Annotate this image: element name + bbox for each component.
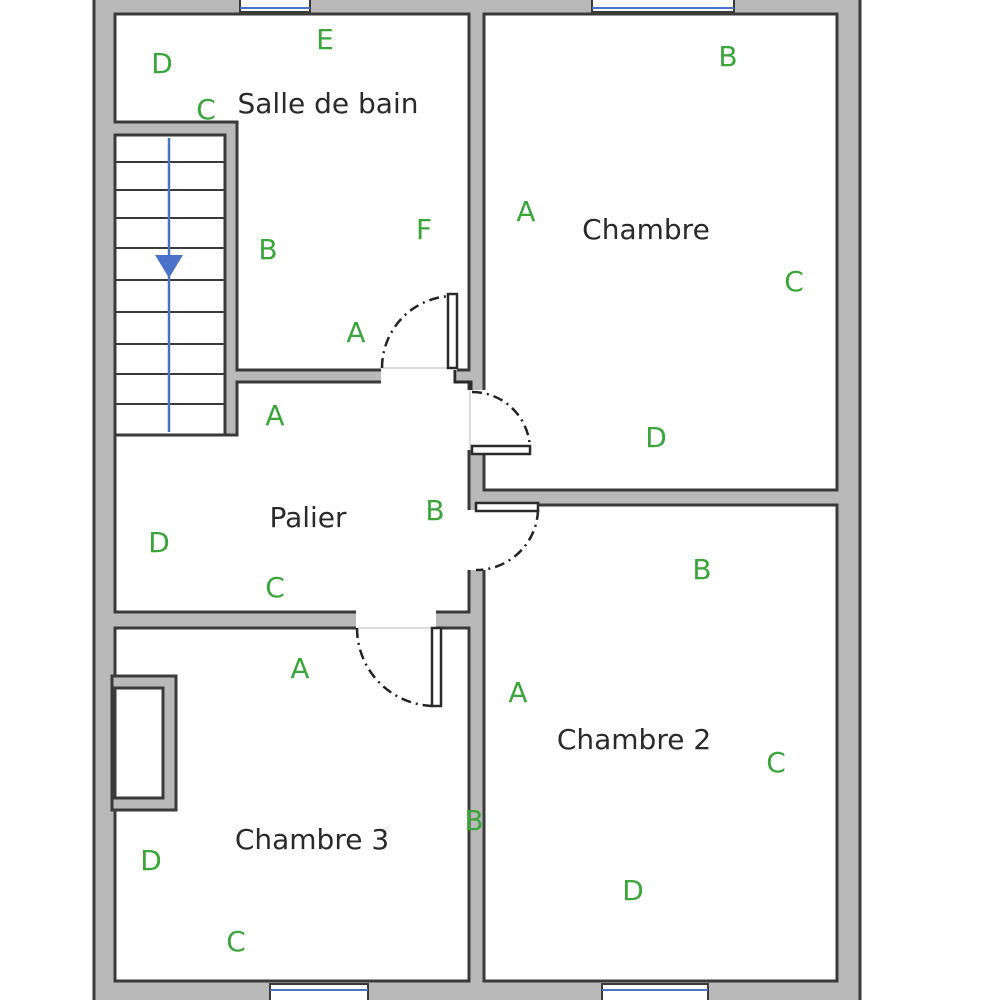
door-chambre-2 [466,501,540,572]
wall-label: D [148,526,170,559]
room-label-chambre: Chambre [582,213,710,246]
window-chambre-2 [601,983,709,1000]
door-chambre-3 [355,608,443,708]
room-label-palier: Palier [269,501,347,534]
window-chambre-3 [269,983,369,1000]
door-chambre [466,390,532,456]
window-chambre [591,0,735,13]
room-chambre [482,12,839,492]
window-bath [239,0,311,13]
room-salle-de-bain [113,12,471,372]
wall-label: D [151,47,173,80]
wall-label: E [316,23,334,56]
staircase [113,133,227,437]
wall-label: A [516,195,535,228]
wall-label: C [196,93,216,126]
room-label-chambre-2: Chambre 2 [557,723,711,756]
room-label-chambre-3: Chambre 3 [235,823,389,856]
stair-down-arrow-icon [155,255,183,278]
wall-label: D [645,421,667,454]
wardrobe [113,686,165,800]
wall-label: A [346,316,365,349]
wall-label: B [718,40,737,73]
room-chambre-2 [482,503,839,983]
wall-label: F [416,213,432,246]
wall-label: B [425,494,444,527]
wall-label: D [622,874,644,907]
wall-label: A [508,676,527,709]
wall-label: B [464,804,483,837]
wall-label: B [692,553,711,586]
wall-label: C [265,571,285,604]
wall-label: C [784,265,804,298]
wall-label: A [265,399,284,432]
room-label-salle-de-bain: Salle de bain [238,87,419,120]
wall-label: B [258,233,277,266]
wall-label: C [766,746,786,779]
door-salle-de-bain [380,292,473,390]
wall-label: C [226,925,246,958]
wall-label: A [290,652,309,685]
wall-label: D [140,844,162,877]
